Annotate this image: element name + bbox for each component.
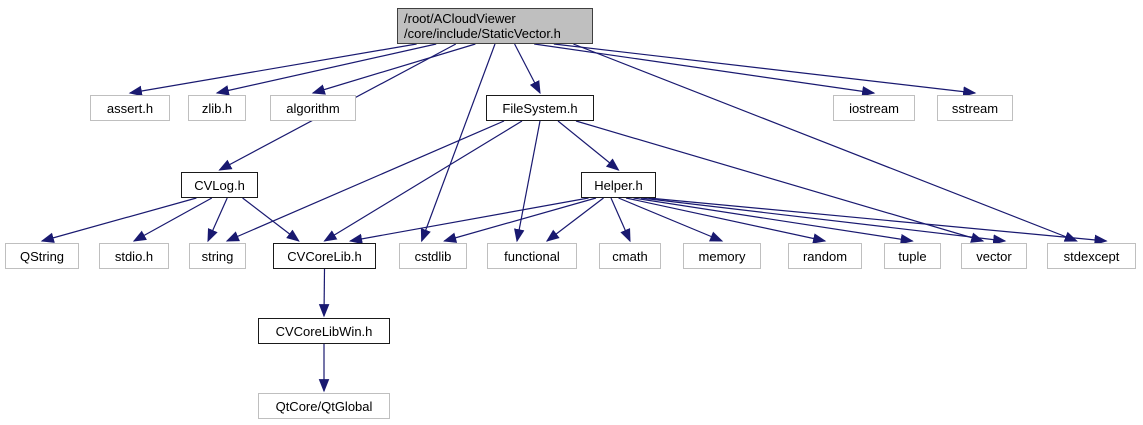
edge-staticvector-to-assert_h <box>128 43 417 97</box>
node-cvcorelibwin-h[interactable]: CVCoreLibWin.h <box>258 318 390 344</box>
node-zlib-h: zlib.h <box>188 95 246 121</box>
edge-staticvector-to-sstream <box>553 43 977 97</box>
edge-staticvector-to-stdexcept <box>573 43 1078 242</box>
edge-helper_h-to-memory <box>618 197 724 242</box>
node-tuple: tuple <box>884 243 941 269</box>
edge-helper_h-to-functional <box>545 197 604 242</box>
edge-helper_h-to-vector <box>640 197 1007 245</box>
edge-staticvector-to-iostream <box>534 43 876 97</box>
edge-helper_h-to-stdexcept <box>648 197 1108 246</box>
edge-filesystem_h-to-cvcorelib_h <box>323 120 523 242</box>
edge-staticvector-to-zlib_h <box>215 43 437 96</box>
node-stdexcept: stdexcept <box>1047 243 1136 269</box>
node-cvlog-h[interactable]: CVLog.h <box>181 172 258 198</box>
edge-cvlog_h-to-qstring <box>40 197 197 243</box>
node-filesystem-h[interactable]: FileSystem.h <box>486 95 594 121</box>
edge-helper_h-to-cvcorelib_h <box>348 197 589 245</box>
edge-cvlog_h-to-stdio_h <box>132 197 213 242</box>
edge-filesystem_h-to-helper_h <box>557 120 620 171</box>
node-assert-h: assert.h <box>90 95 170 121</box>
edge-helper_h-to-random <box>625 197 827 244</box>
node-functional: functional <box>487 243 577 269</box>
node-qtglobal: QtCore/QtGlobal <box>258 393 390 419</box>
node-cmath: cmath <box>599 243 661 269</box>
node-staticvector: /root/ACloudViewer /core/include/StaticV… <box>397 8 593 44</box>
edge-helper_h-to-cstdlib <box>443 197 597 243</box>
node-iostream: iostream <box>833 95 915 121</box>
node-qstring: QString <box>5 243 79 269</box>
edge-cvlog_h-to-string <box>207 197 228 243</box>
node-cstdlib: cstdlib <box>399 243 467 269</box>
node-memory: memory <box>683 243 761 269</box>
node-vector: vector <box>961 243 1027 269</box>
edge-helper_h-to-tuple <box>633 197 914 245</box>
node-algorithm: algorithm <box>270 95 356 121</box>
node-cvcorelib-h[interactable]: CVCoreLib.h <box>273 243 376 269</box>
edge-cvlog_h-to-cvcorelib_h <box>242 197 300 242</box>
edge-staticvector-to-filesystem_h <box>514 43 541 95</box>
node-sstream: sstream <box>937 95 1013 121</box>
edge-filesystem_h-to-vector <box>575 120 985 243</box>
node-string: string <box>189 243 246 269</box>
edge-filesystem_h-to-functional <box>514 120 541 243</box>
edge-filesystem_h-to-string <box>225 120 505 242</box>
node-helper-h[interactable]: Helper.h <box>581 172 656 198</box>
edge-cvcorelib_h-to-cvcorelibwin_h <box>318 268 330 318</box>
node-stdio-h: stdio.h <box>99 243 169 269</box>
edge-helper_h-to-cmath <box>610 197 631 243</box>
node-random: random <box>788 243 862 269</box>
edge-staticvector-to-algorithm <box>311 43 476 95</box>
edge-staticvector-to-cstdlib <box>420 43 496 243</box>
